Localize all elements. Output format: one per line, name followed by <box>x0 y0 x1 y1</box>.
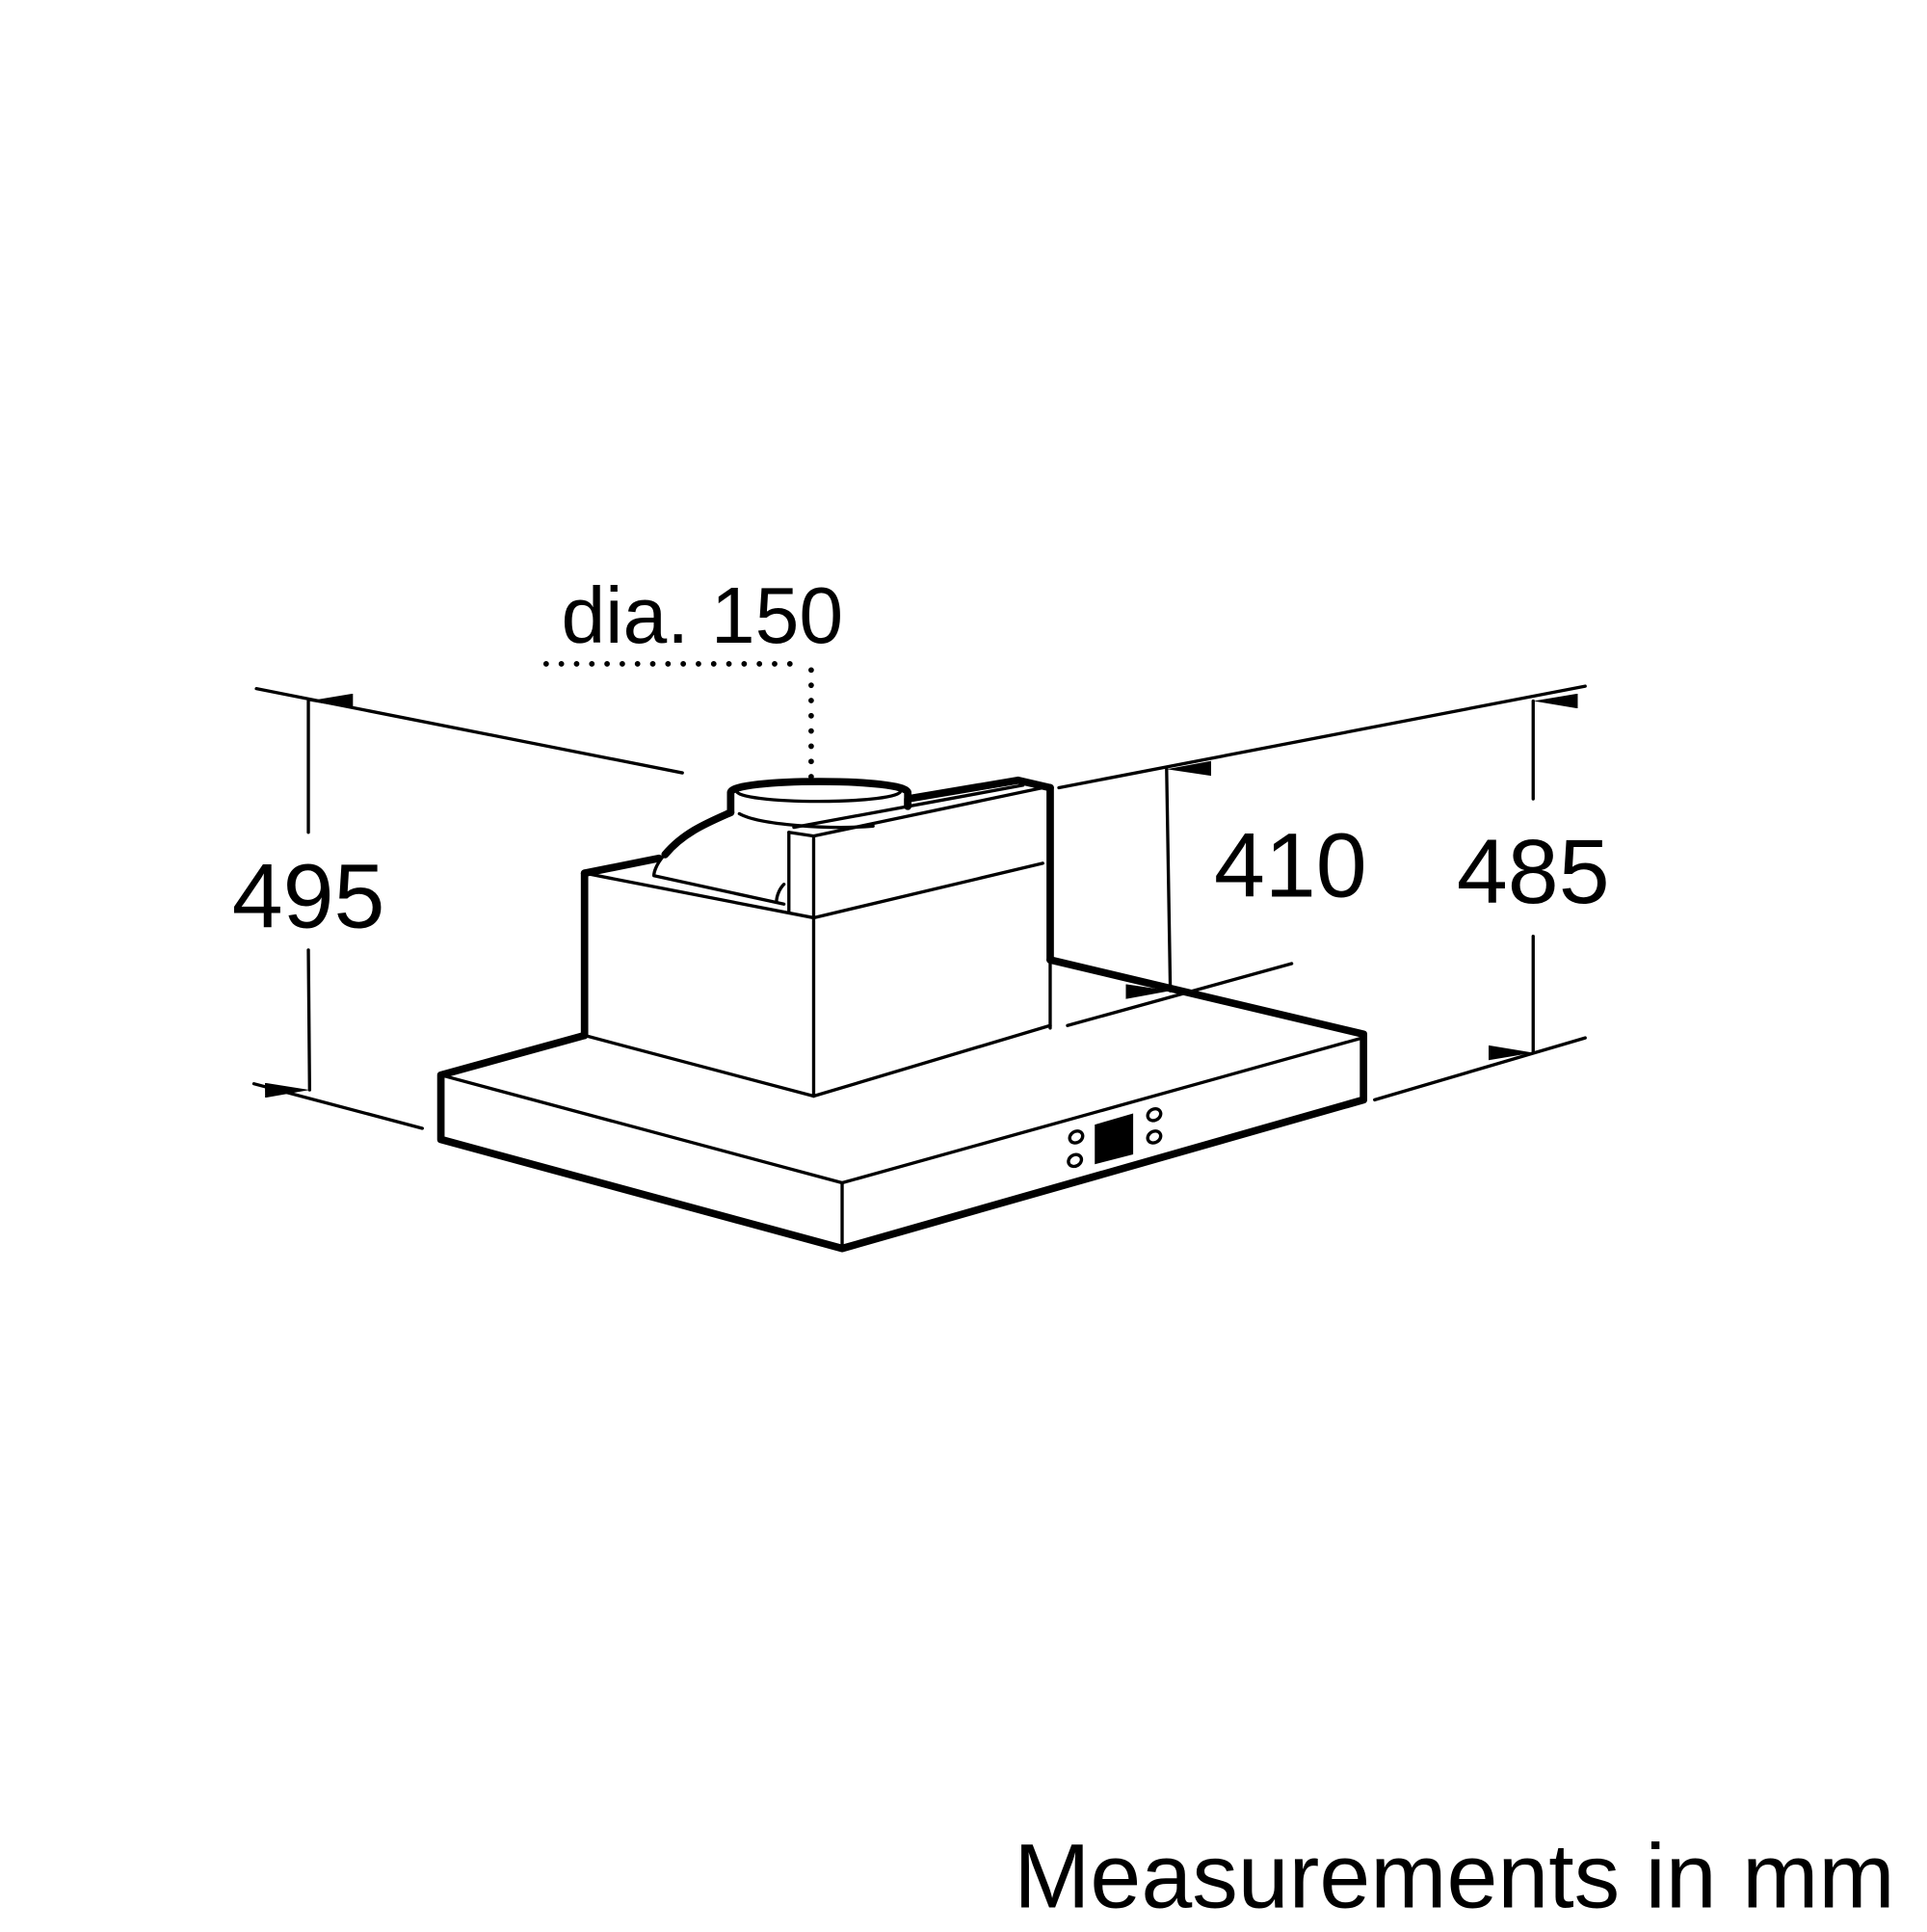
button-icon-4 <box>1146 1129 1163 1145</box>
fan-housing-curve <box>661 808 735 859</box>
extension-line-mid <box>1066 962 1294 1027</box>
height-485-dimension: 485 <box>1057 684 1610 1102</box>
extension-line-top-right <box>1057 684 1587 790</box>
box-top-corner-bevel <box>787 831 816 920</box>
fan-housing-detail <box>775 883 786 904</box>
button-icon-3 <box>1146 1107 1163 1123</box>
extension-line-bottom-left <box>251 1082 424 1130</box>
extension-line-top-left <box>254 686 684 775</box>
dimension-arrow-410 <box>1125 760 1212 999</box>
height-495-dimension: 495 <box>232 686 684 1130</box>
hood-canopy <box>436 956 1368 1253</box>
box-bottom-edge <box>583 1023 1052 1098</box>
display-icon <box>1095 1113 1134 1165</box>
dimension-arrow-down <box>264 948 312 1098</box>
canopy-front-top-edge <box>438 1036 1364 1185</box>
canopy-outline <box>436 956 1368 1253</box>
duct-opening <box>735 780 903 804</box>
height-410-dimension: 410 <box>1066 760 1367 1027</box>
duct-collar <box>726 778 912 830</box>
control-panel <box>1067 1107 1163 1169</box>
fan-housing-left-edge <box>580 854 663 878</box>
height-495-label: 495 <box>232 846 385 948</box>
button-icon-1 <box>1068 1129 1085 1145</box>
fan-housing-inner <box>651 855 786 906</box>
height-410-label: 410 <box>1214 815 1367 917</box>
duct-collar-base <box>737 811 875 830</box>
measurements-note: Measurements in mm <box>1014 1825 1894 1927</box>
extension-line-bottom-right <box>1373 1036 1587 1102</box>
duct-diameter-label: dia. 150 <box>561 572 843 660</box>
button-icon-2 <box>1067 1152 1084 1169</box>
height-485-label: 485 <box>1457 821 1610 923</box>
duct-diameter-dimension: dia. 150 <box>542 572 843 790</box>
